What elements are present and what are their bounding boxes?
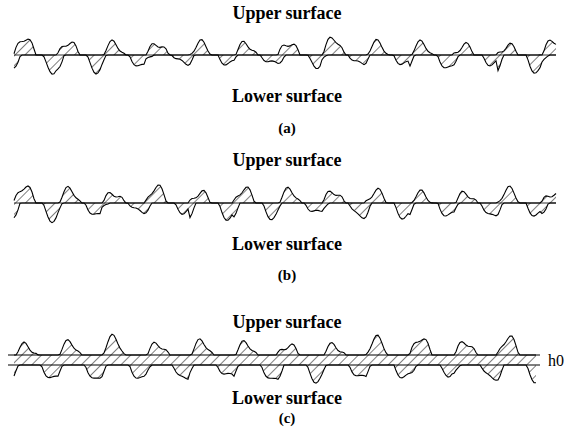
rough-surface-profile bbox=[8, 334, 540, 383]
lower-profile bbox=[14, 55, 556, 74]
rough-surface-profile bbox=[14, 185, 556, 223]
contact-line bbox=[14, 203, 556, 204]
asperity-hatching bbox=[14, 334, 536, 383]
lower-profile bbox=[14, 365, 536, 383]
upper-profile bbox=[14, 185, 556, 203]
surface-label: Lower surface bbox=[232, 234, 342, 255]
surface-label: Upper surface bbox=[232, 3, 341, 24]
mean-plane-line bbox=[8, 354, 540, 355]
surface-label: Lower surface bbox=[232, 86, 342, 107]
mean-plane-line bbox=[8, 364, 540, 365]
separation-label: h0 bbox=[548, 352, 564, 370]
asperity-hatching bbox=[14, 185, 556, 223]
rough-surface-profile bbox=[14, 37, 556, 74]
lower-profile bbox=[14, 203, 556, 223]
upper-profile bbox=[14, 334, 536, 355]
contact-line bbox=[14, 55, 556, 56]
surface-label: Upper surface bbox=[232, 312, 341, 333]
surface-label: Upper surface bbox=[232, 150, 341, 171]
panel-caption: (b) bbox=[278, 267, 296, 284]
asperity-hatching bbox=[14, 37, 556, 74]
surface-label: Lower surface bbox=[232, 388, 342, 409]
panel-caption: (c) bbox=[279, 410, 296, 427]
panel-caption: (a) bbox=[278, 120, 296, 137]
upper-profile bbox=[14, 37, 556, 55]
